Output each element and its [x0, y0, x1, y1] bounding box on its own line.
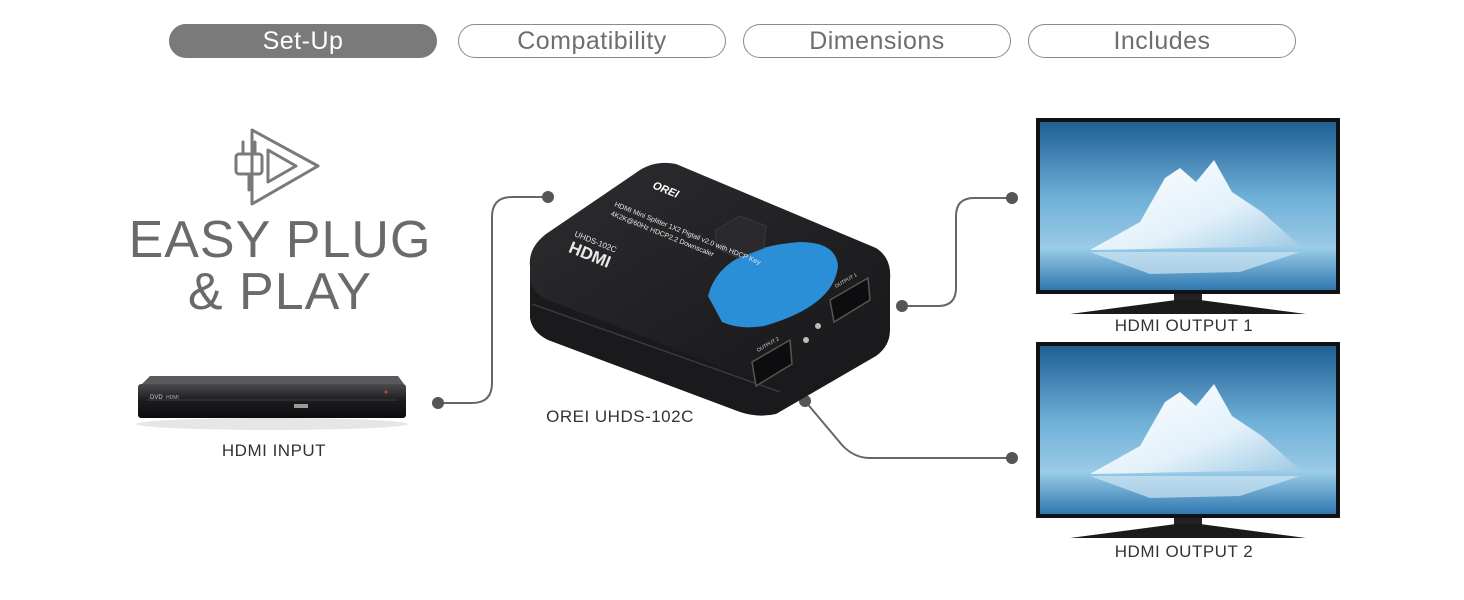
tab-dimensions[interactable]: Dimensions	[743, 24, 1011, 58]
plug-play-icon	[234, 128, 320, 206]
dvd-logo-text: DVD	[150, 395, 163, 401]
easy-plug-play-headline: EASY PLUG & PLAY	[110, 214, 450, 318]
hdmi-port-output2: OUTPUT 2	[751, 336, 793, 388]
headline-line1: EASY PLUG	[128, 211, 432, 269]
tv-output-2	[1036, 342, 1340, 538]
hdmi-splitter-device: HDMI Mini Splitter 1X2 Pigtail v2.0 with…	[529, 162, 891, 416]
hdmi-input-label: HDMI INPUT	[221, 441, 327, 460]
tab-bar: Set-Up Compatibility Dimensions Includes	[0, 0, 1464, 80]
dvd-hdmi-text: HDMI	[166, 395, 179, 401]
connector-lines	[438, 196, 1012, 459]
hdmi-output-2-label: HDMI OUTPUT 2	[1114, 542, 1254, 561]
device-label: OREI UHDS-102C	[546, 407, 694, 426]
tv-output-1	[1036, 118, 1340, 314]
dvd-player: DVD HDMI	[136, 376, 408, 430]
tab-set-up[interactable]: Set-Up	[169, 24, 437, 58]
hdmi-output-1-label: HDMI OUTPUT 1	[1114, 316, 1254, 335]
tab-compatibility[interactable]: Compatibility	[458, 24, 726, 58]
headline-line2: & PLAY	[187, 263, 373, 321]
tab-includes[interactable]: Includes	[1028, 24, 1296, 58]
